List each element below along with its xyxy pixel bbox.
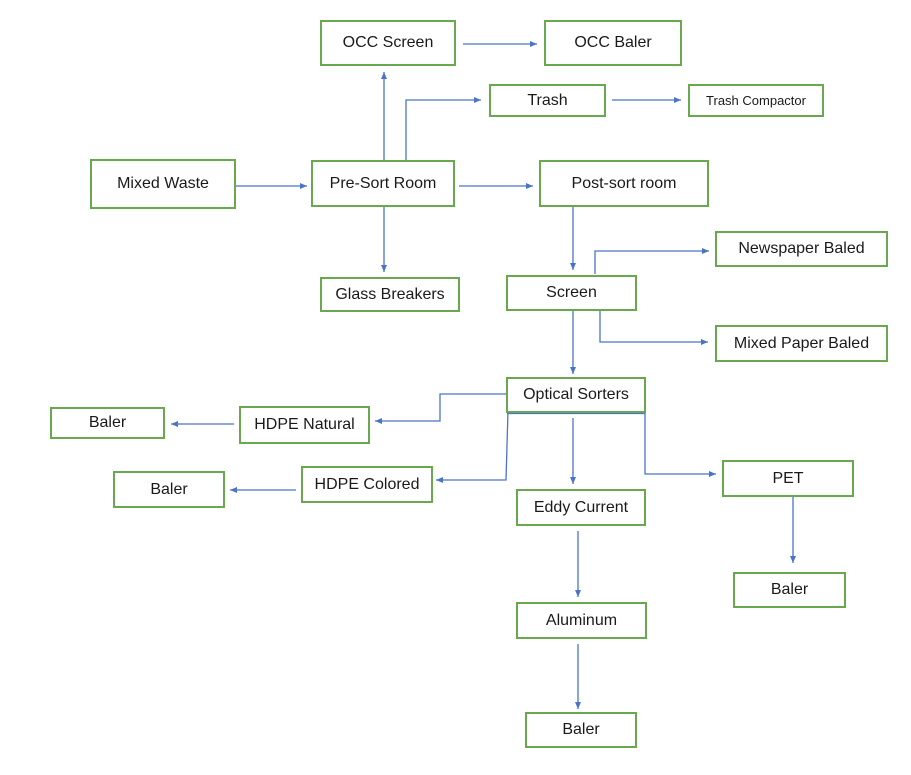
node-pet[interactable]: PET	[722, 460, 854, 497]
node-mixed-waste[interactable]: Mixed Waste	[90, 159, 236, 209]
node-hdpe-colored[interactable]: HDPE Colored	[301, 466, 433, 503]
node-aluminum[interactable]: Aluminum	[516, 602, 647, 639]
node-screen[interactable]: Screen	[506, 275, 637, 311]
node-baler-pet[interactable]: Baler	[733, 572, 846, 608]
arrow-optical-to-pet	[644, 411, 716, 477]
node-baler-hdpe-colored[interactable]: Baler	[113, 471, 225, 508]
node-mixed-paper-baled[interactable]: Mixed Paper Baled	[715, 325, 888, 362]
arrow-optical-to-hdpe-natural	[375, 393, 508, 424]
node-newspaper-baled[interactable]: Newspaper Baled	[715, 231, 888, 267]
node-glass-breakers[interactable]: Glass Breakers	[320, 277, 460, 312]
node-post-sort-room[interactable]: Post-sort room	[539, 160, 709, 207]
node-occ-screen[interactable]: OCC Screen	[320, 20, 456, 66]
node-pre-sort-room[interactable]: Pre-Sort Room	[311, 160, 455, 207]
node-baler-aluminum[interactable]: Baler	[525, 712, 637, 748]
arrow-pre-sort-to-trash	[405, 97, 481, 160]
node-optical-sorters[interactable]: Optical Sorters	[506, 377, 646, 413]
node-hdpe-natural[interactable]: HDPE Natural	[239, 406, 370, 444]
arrow-screen-to-mixed-paper-baled	[599, 311, 708, 345]
node-occ-baler[interactable]: OCC Baler	[544, 20, 682, 66]
arrow-optical-to-hdpe-colored	[436, 410, 509, 483]
node-trash[interactable]: Trash	[489, 84, 606, 117]
arrow-screen-to-newspaper-baled	[594, 248, 709, 274]
node-eddy-current[interactable]: Eddy Current	[516, 489, 646, 526]
node-trash-compactor[interactable]: Trash Compactor	[688, 84, 824, 117]
node-baler-hdpe-natural[interactable]: Baler	[50, 407, 165, 439]
